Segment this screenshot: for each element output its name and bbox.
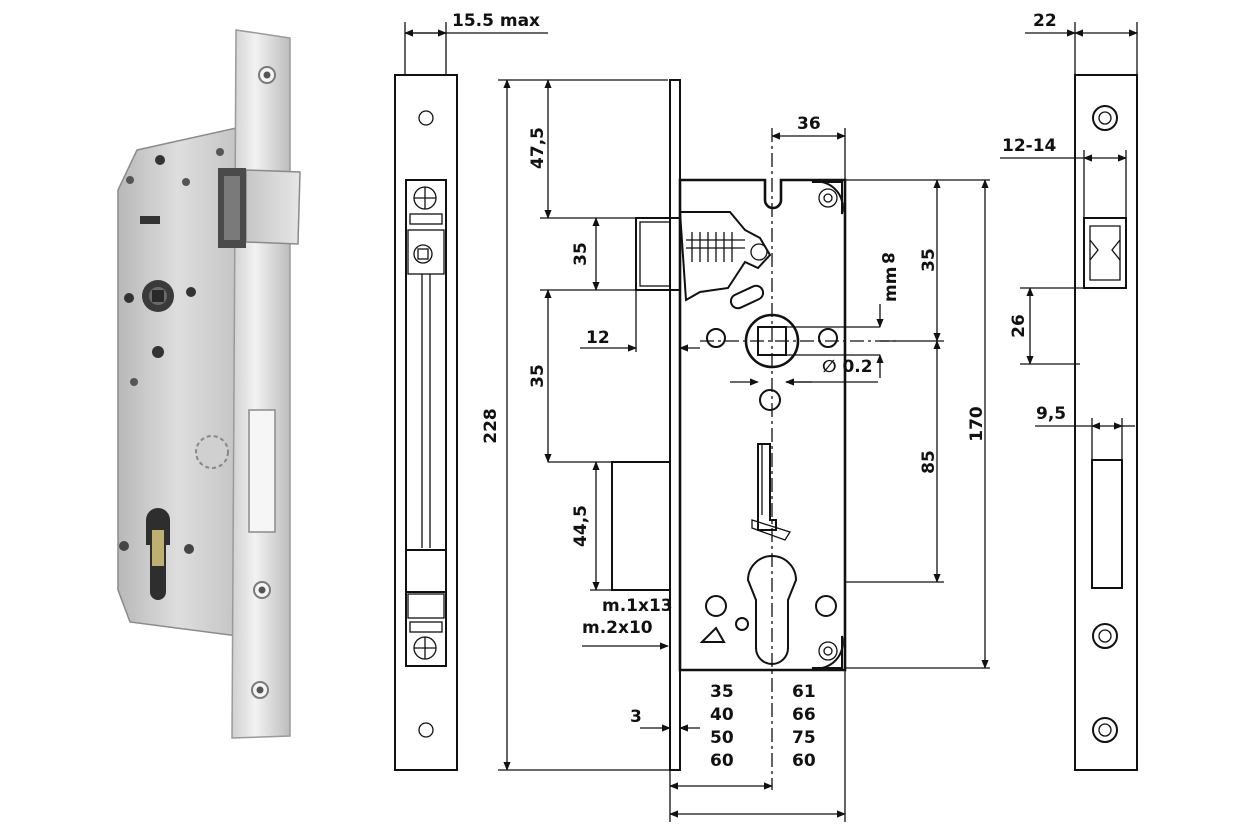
- latch-bolt: [245, 169, 301, 245]
- strike-plate: 22 12-14 26 9,5: [1000, 11, 1138, 771]
- dim-latch-to-bolt: 26: [1009, 314, 1029, 338]
- latch-outline: [635, 217, 681, 291]
- front-view-lock-body: 47,5 35 35 44,5 228 12 m.1x13 m.2x10 3 3…: [481, 79, 990, 822]
- dim-faceplate-thickness: 3: [630, 707, 642, 727]
- backset-right-value: 75: [792, 728, 816, 748]
- backset-left-value: 60: [710, 751, 734, 771]
- dim-latch-offset: 12: [586, 328, 610, 348]
- strike-bolt-opening: [1091, 459, 1123, 589]
- backset-table: 35 40 50 60 61 66 75 60: [710, 682, 816, 771]
- forend-plate: [231, 29, 291, 739]
- dim-body-height: 170: [967, 406, 987, 442]
- dim-projection: 15.5 max: [452, 11, 540, 31]
- backset-right-value: 66: [792, 705, 816, 725]
- spindle-size-unit: mm: [881, 267, 901, 302]
- dim-latch-height: 35: [571, 242, 591, 266]
- throw-double: m.2x10: [582, 618, 653, 638]
- cylinder-profile-outline: [746, 555, 798, 665]
- lock-product-illustration: [117, 29, 301, 739]
- spindle-size: 8: [877, 252, 897, 264]
- backset-left-value: 50: [710, 728, 734, 748]
- backset-right-value: 60: [792, 751, 816, 771]
- spindle-tolerance: ∅ 0.2: [822, 357, 873, 377]
- dim-spindle-to-cylinder: 85: [919, 450, 939, 474]
- dead-bolt-outline: [611, 461, 671, 591]
- dim-strike-width: 22: [1033, 11, 1057, 31]
- dim-backset-half: 36: [797, 114, 821, 134]
- backset-right-value: 61: [792, 682, 816, 702]
- dim-bolt-height: 44,5: [571, 505, 591, 547]
- backset-left-value: 35: [710, 682, 734, 702]
- dim-latch-opening: 12-14: [1002, 136, 1057, 156]
- case-outline: [678, 178, 847, 672]
- dim-total-height: 228: [481, 408, 501, 444]
- dead-bolt: [248, 409, 276, 533]
- dim-lower-spacing: 35: [528, 364, 548, 388]
- dim-bolt-opening: 9,5: [1036, 404, 1066, 424]
- side-view-forend: 15.5 max: [394, 11, 548, 771]
- dim-spindle-top: 35: [919, 248, 939, 272]
- backset-left-value: 40: [710, 705, 734, 725]
- gear: [195, 435, 229, 469]
- throw-single: m.1x13: [602, 596, 673, 616]
- dim-top-spacing: 47,5: [528, 127, 548, 169]
- strike-latch-opening: [1083, 217, 1127, 289]
